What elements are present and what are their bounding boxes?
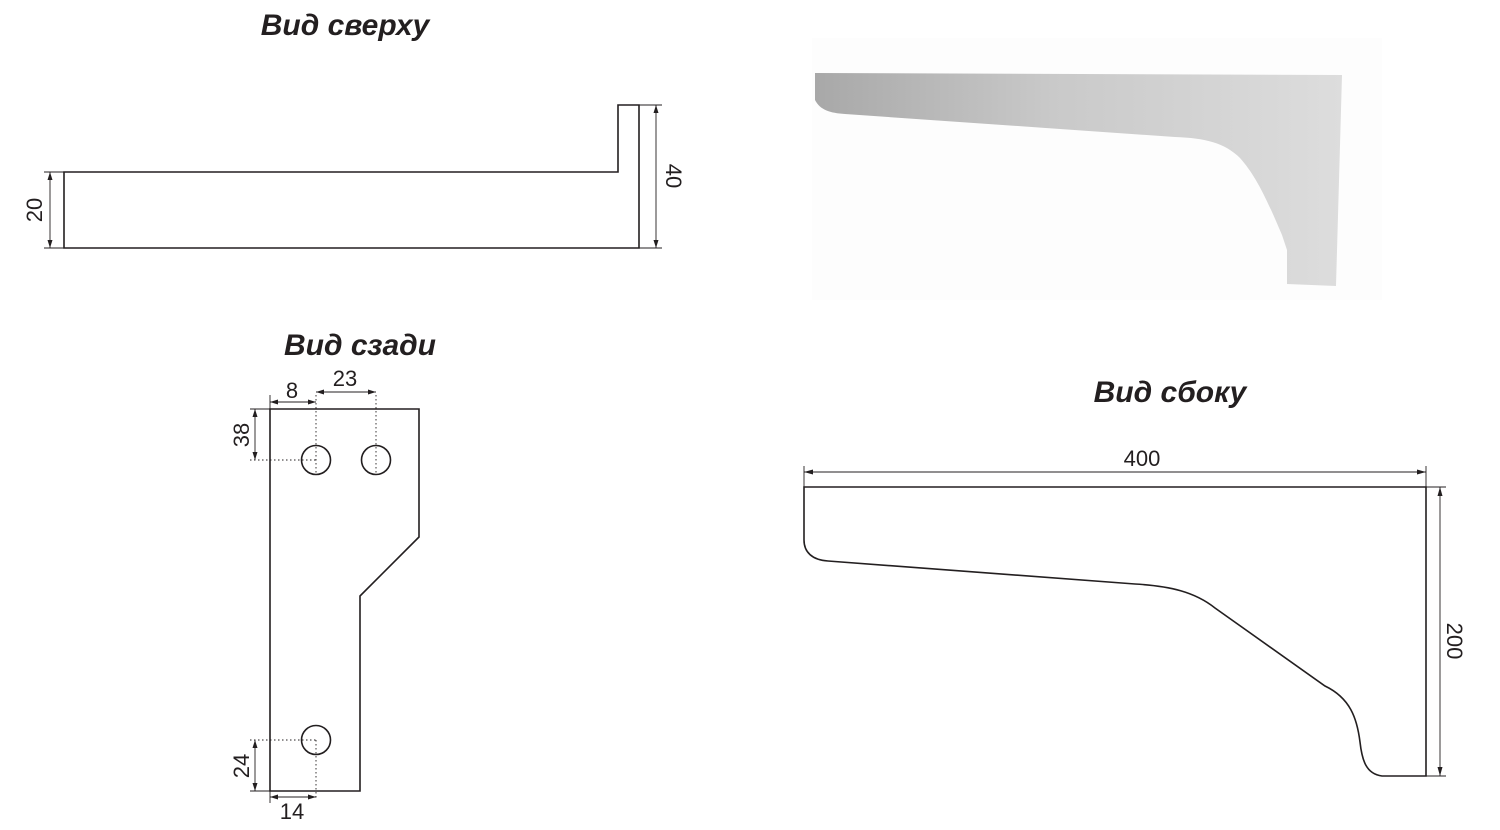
top-view: Вид сверху 20 40 (22, 9, 686, 249)
top-view-dim-height: 40 (639, 104, 686, 249)
back-view-hole-2 (360, 444, 392, 476)
top-view-outline (63, 104, 640, 249)
back-view: Вид сзади 8 23 (229, 329, 436, 824)
top-view-dim-width: 20 (22, 171, 64, 249)
back-view-dim-hole-offset-x-bottom: 14 (269, 791, 316, 824)
back-view-dim-hole-spacing: 23 (316, 366, 376, 395)
bracket-render (812, 38, 1382, 300)
back-view-hole-1 (300, 444, 332, 476)
top-view-dim-width-label: 20 (22, 198, 47, 222)
side-view-dim-length: 400 (803, 446, 1427, 487)
side-view-title: Вид сбоку (1094, 376, 1248, 409)
back-view-hole-3 (300, 724, 332, 756)
side-view-dim-200-label: 200 (1442, 623, 1467, 660)
top-view-dim-height-label: 40 (661, 164, 686, 188)
side-view-dim-height: 200 (1426, 486, 1467, 777)
top-view-title: Вид сверху (261, 9, 431, 42)
back-view-outline (269, 408, 420, 792)
back-view-dim-hole-offset-x: 8 (269, 378, 316, 409)
side-view-outline (803, 486, 1427, 777)
side-view: Вид сбоку 400 200 (803, 376, 1467, 777)
back-view-dim-hole-offset-bottom: 24 (229, 740, 270, 792)
bracket-render-shape (815, 73, 1342, 286)
back-view-dim-14-label: 14 (280, 799, 304, 824)
back-view-dim-8-label: 8 (286, 378, 298, 403)
side-view-dim-400-label: 400 (1124, 446, 1161, 471)
back-view-dim-23-label: 23 (333, 366, 357, 391)
back-view-title: Вид сзади (284, 329, 436, 362)
back-view-dim-24-label: 24 (229, 754, 254, 778)
back-view-dim-hole-offset-top: 38 (229, 408, 270, 460)
back-view-dim-38-label: 38 (229, 423, 254, 447)
